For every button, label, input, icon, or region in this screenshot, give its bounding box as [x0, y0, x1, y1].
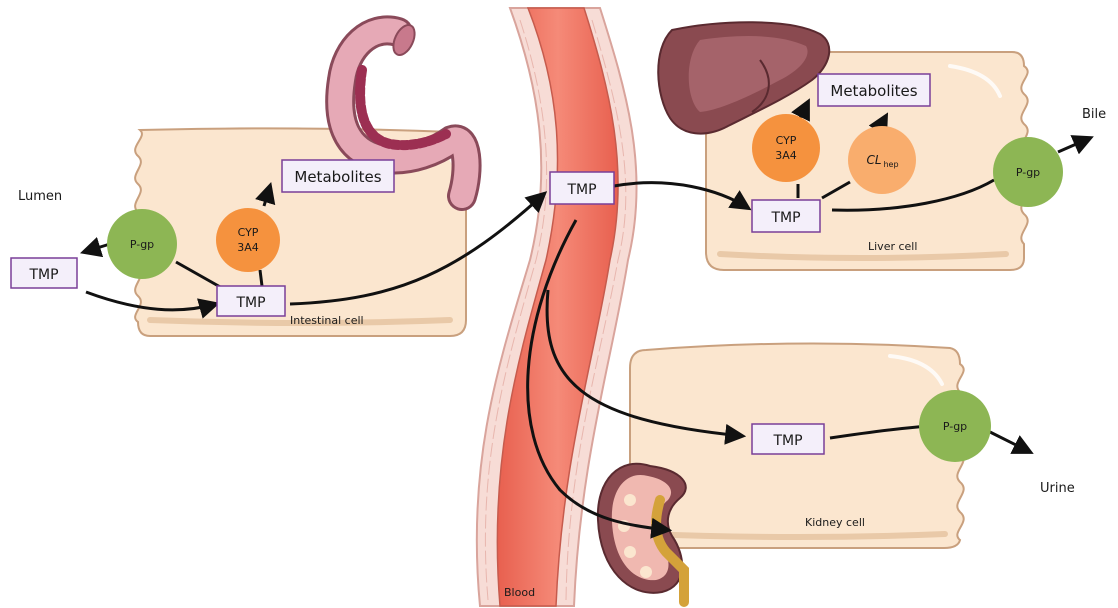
tmp-box-intestinal: TMP: [217, 286, 285, 316]
svg-text:P-gp: P-gp: [1016, 166, 1040, 179]
pgp-kidney: P-gp: [919, 390, 991, 462]
metabolites-box-liver: Metabolites: [818, 74, 930, 106]
svg-text:3A4: 3A4: [237, 241, 259, 254]
svg-text:TMP: TMP: [566, 182, 596, 198]
cyp3a4-intestinal: CYP 3A4: [216, 208, 280, 272]
svg-text:hep: hep: [883, 160, 898, 169]
kidney-cell-label: Kidney cell: [805, 516, 865, 529]
svg-text:TMP: TMP: [770, 210, 800, 226]
urine-label: Urine: [1040, 481, 1075, 496]
tmp-box-blood: TMP: [550, 172, 614, 204]
blood-label: Blood: [504, 586, 535, 599]
cl-hep-liver: CL hep: [848, 126, 916, 194]
svg-text:P-gp: P-gp: [943, 420, 967, 433]
bile-label: Bile: [1082, 107, 1106, 122]
pgp-intestinal: P-gp: [107, 209, 177, 279]
arrow-cyp-link-int: [260, 270, 262, 286]
tmp-box-lumen: TMP: [11, 258, 77, 288]
tmp-box-kidney: TMP: [752, 424, 824, 454]
arrow-pgp-to-urine: [990, 432, 1030, 452]
svg-text:CYP: CYP: [238, 226, 259, 239]
svg-text:Metabolites: Metabolites: [830, 82, 917, 100]
tmp-box-liver: TMP: [752, 200, 820, 232]
intestinal-cell-label: Intestinal cell: [290, 314, 364, 327]
arrow-pgp-to-lumen: [84, 244, 110, 252]
svg-text:3A4: 3A4: [775, 149, 797, 162]
svg-text:TMP: TMP: [28, 267, 58, 283]
svg-text:CYP: CYP: [776, 134, 797, 147]
arrow-pgp-to-bile: [1058, 138, 1090, 152]
svg-text:P-gp: P-gp: [130, 238, 154, 251]
svg-text:TMP: TMP: [772, 433, 802, 449]
pgp-liver: P-gp: [993, 137, 1063, 207]
liver-cell-label: Liver cell: [868, 240, 917, 253]
cyp3a4-liver: CYP 3A4: [752, 114, 820, 182]
svg-text:TMP: TMP: [235, 295, 265, 311]
lumen-label: Lumen: [18, 189, 62, 204]
metabolites-box-intestinal: Metabolites: [282, 160, 394, 192]
svg-text:Metabolites: Metabolites: [294, 168, 381, 186]
svg-text:CL: CL: [866, 153, 881, 167]
